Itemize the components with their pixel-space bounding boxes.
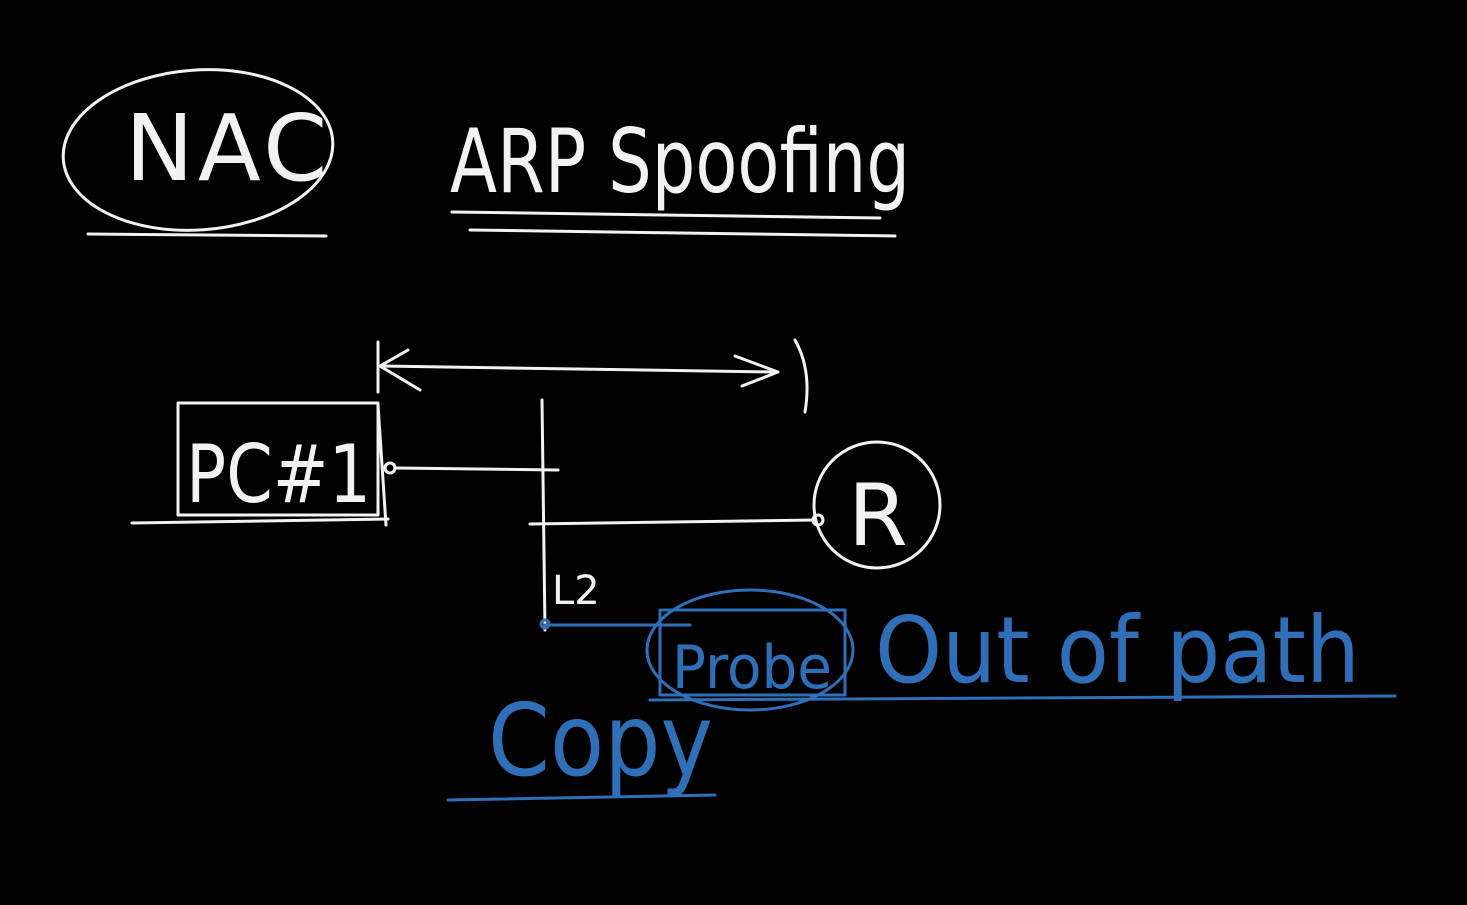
nac-label: NAC xyxy=(125,95,331,202)
copy-label: Copy xyxy=(488,682,713,799)
nac-circle xyxy=(61,68,335,232)
copy-underline xyxy=(446,793,717,802)
out-of-path-underline xyxy=(648,694,1397,702)
l2-switch: L2 xyxy=(394,398,817,632)
out-of-path-label: Out of path xyxy=(875,597,1360,704)
pc-underline xyxy=(130,517,390,525)
arp-underline-1 xyxy=(450,210,882,220)
pc-node: PC#1 xyxy=(130,401,397,527)
probe-box xyxy=(658,608,847,697)
copy-note: Copy xyxy=(446,682,717,802)
probe-circle xyxy=(645,588,855,712)
router-link xyxy=(528,518,817,526)
pc-label: PC#1 xyxy=(186,428,371,521)
pc-box xyxy=(176,401,380,517)
probe-label: Probe xyxy=(672,633,832,703)
nac-heading: NAC xyxy=(61,68,335,238)
arp-underline-2 xyxy=(468,228,897,238)
router-label: R xyxy=(848,466,908,566)
pc-link xyxy=(394,466,560,472)
probe-node: Probe xyxy=(539,588,855,712)
nac-underline xyxy=(86,232,328,238)
router-node: R xyxy=(811,440,942,570)
switch-bus xyxy=(540,398,547,632)
arp-spoofing-heading: ARP Spoofing xyxy=(450,110,910,238)
layer-label: L2 xyxy=(552,568,600,614)
double-arrow xyxy=(376,338,809,414)
arp-spoofing-label: ARP Spoofing xyxy=(450,110,910,213)
router-circle xyxy=(812,440,942,570)
out-of-path-note: Out of path xyxy=(648,597,1397,704)
